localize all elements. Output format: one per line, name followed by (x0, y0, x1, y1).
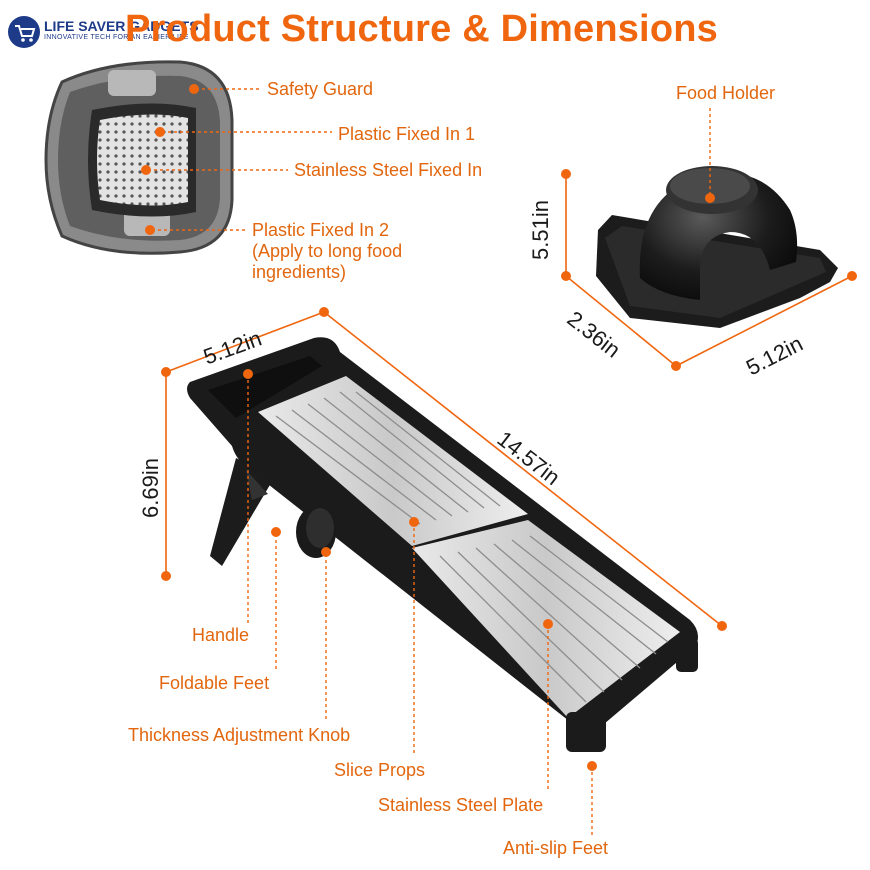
label-safety-guard: Safety Guard (267, 79, 374, 99)
label-thickness-knob: Thickness Adjustment Knob (128, 725, 351, 745)
brand-logo-icon (8, 16, 40, 48)
holder-width-line (675, 275, 853, 367)
dim-dot (319, 307, 329, 317)
callout-dot (145, 225, 155, 235)
label-food-holder: Food Holder (676, 83, 776, 103)
callout-dot (587, 761, 597, 771)
callout-dot (189, 84, 199, 94)
label-plastic-fixed-2: Plastic Fixed In 2 (252, 220, 390, 240)
callout-dot (271, 527, 281, 537)
callout-dot (409, 517, 419, 527)
dim-dot (561, 271, 571, 281)
slicer-length-line (323, 311, 723, 627)
dim-dot (717, 621, 727, 631)
callout-dot (243, 369, 253, 379)
label-plastic-fixed-2-note-2: ingredients) (252, 262, 347, 282)
callout-dot (543, 619, 553, 629)
dim-dot (847, 271, 857, 281)
label-stainless-fixed: Stainless Steel Fixed In (294, 160, 483, 180)
label-plastic-fixed-1: Plastic Fixed In 1 (338, 124, 476, 144)
label-foldable-feet: Foldable Feet (159, 673, 270, 693)
food-holder-image (596, 166, 838, 328)
callout-dot (705, 193, 715, 203)
callout-dot (321, 547, 331, 557)
slicer-width-line (165, 311, 325, 373)
brand-name: LIFE SAVER GADGETS (44, 18, 199, 34)
dim-dot (561, 169, 571, 179)
callout-dot (141, 165, 151, 175)
label-slice-props: Slice Props (334, 760, 426, 780)
dim-dot (671, 361, 681, 371)
dim-holder-height: 5.51in (528, 200, 553, 260)
brand-tagline: INNOVATIVE TECH FOR AN EASIER LIFE (44, 34, 189, 41)
dim-slicer-height: 6.69in (138, 458, 163, 518)
label-handle: Handle (192, 625, 250, 645)
label-plastic-fixed-2-note-1: (Apply to long food (252, 241, 403, 261)
mandoline-slicer-image (187, 337, 698, 752)
label-stainless-plate: Stainless Steel Plate (378, 795, 544, 815)
dim-dot (161, 367, 171, 377)
dim-dot (161, 571, 171, 581)
label-anti-slip-feet: Anti-slip Feet (503, 838, 609, 858)
holder-depth-line (565, 275, 677, 367)
callout-dot (155, 127, 165, 137)
page-title: Product Structure & Dimensions (125, 8, 718, 50)
